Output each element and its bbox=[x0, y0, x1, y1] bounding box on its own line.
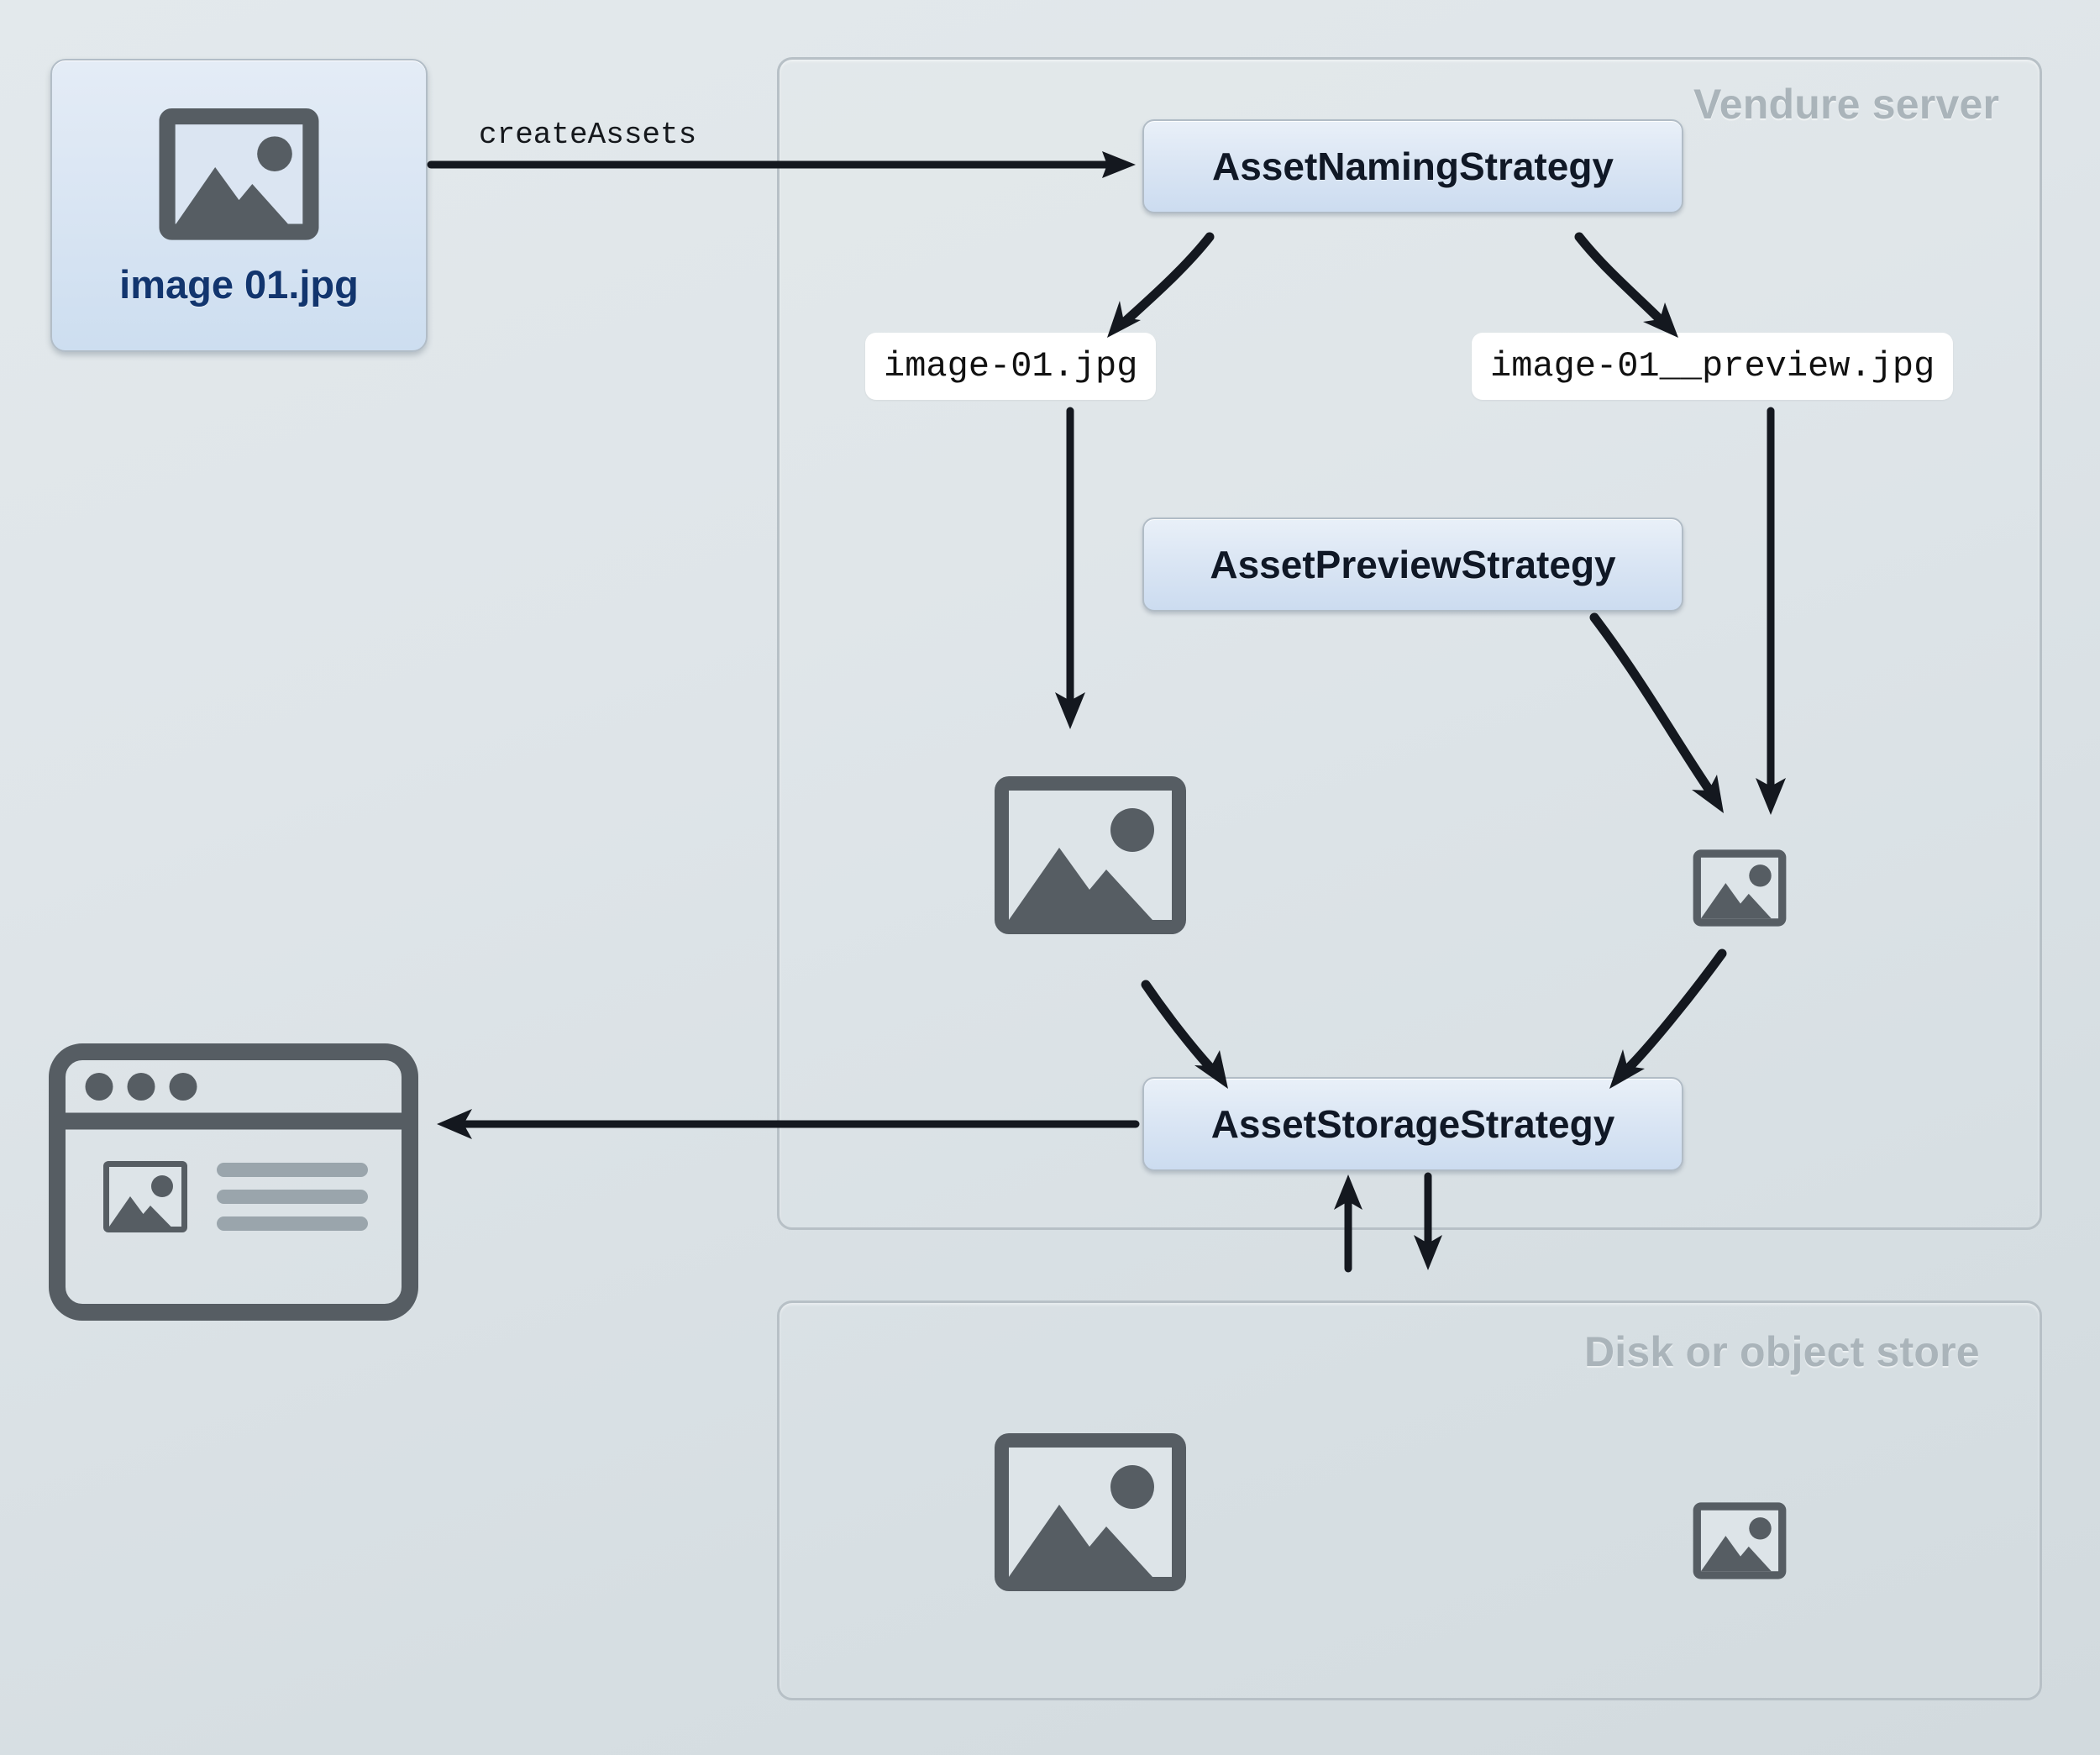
container-vendure-server-label: Vendure server bbox=[1693, 81, 2000, 128]
asset-naming-strategy-label: AssetNamingStrategy bbox=[1211, 144, 1614, 188]
filename-preview-label: image-01__preview.jpg bbox=[1490, 346, 1935, 386]
asset-naming-strategy-box[interactable]: AssetNamingStrategy bbox=[1142, 119, 1683, 213]
asset-preview-strategy-label: AssetPreviewStrategy bbox=[1210, 543, 1616, 586]
source-asset-label: image 01.jpg bbox=[119, 261, 359, 307]
stored-image-icon bbox=[990, 1428, 1191, 1596]
asset-storage-strategy-box[interactable]: AssetStorageStrategy bbox=[1142, 1077, 1683, 1171]
container-disk-or-object-store bbox=[777, 1300, 2042, 1700]
container-vendure-server bbox=[777, 57, 2042, 1230]
image-icon bbox=[990, 771, 1191, 939]
browser-window-icon[interactable] bbox=[49, 1043, 418, 1321]
filename-original-chip: image-01.jpg bbox=[865, 333, 1157, 400]
image-preview-icon bbox=[1690, 847, 1789, 929]
asset-storage-strategy-label: AssetStorageStrategy bbox=[1210, 1102, 1615, 1146]
asset-preview-strategy-box[interactable]: AssetPreviewStrategy bbox=[1142, 518, 1683, 612]
filename-preview-chip: image-01__preview.jpg bbox=[1472, 333, 1954, 400]
stored-image-preview-icon bbox=[1690, 1500, 1789, 1582]
source-asset-card[interactable]: image 01.jpg bbox=[50, 59, 428, 352]
filename-original-label: image-01.jpg bbox=[884, 346, 1138, 386]
image-icon bbox=[153, 104, 325, 251]
container-disk-or-object-store-label: Disk or object store bbox=[1584, 1328, 1980, 1375]
create-assets-edge-label: createAssets bbox=[479, 118, 697, 152]
